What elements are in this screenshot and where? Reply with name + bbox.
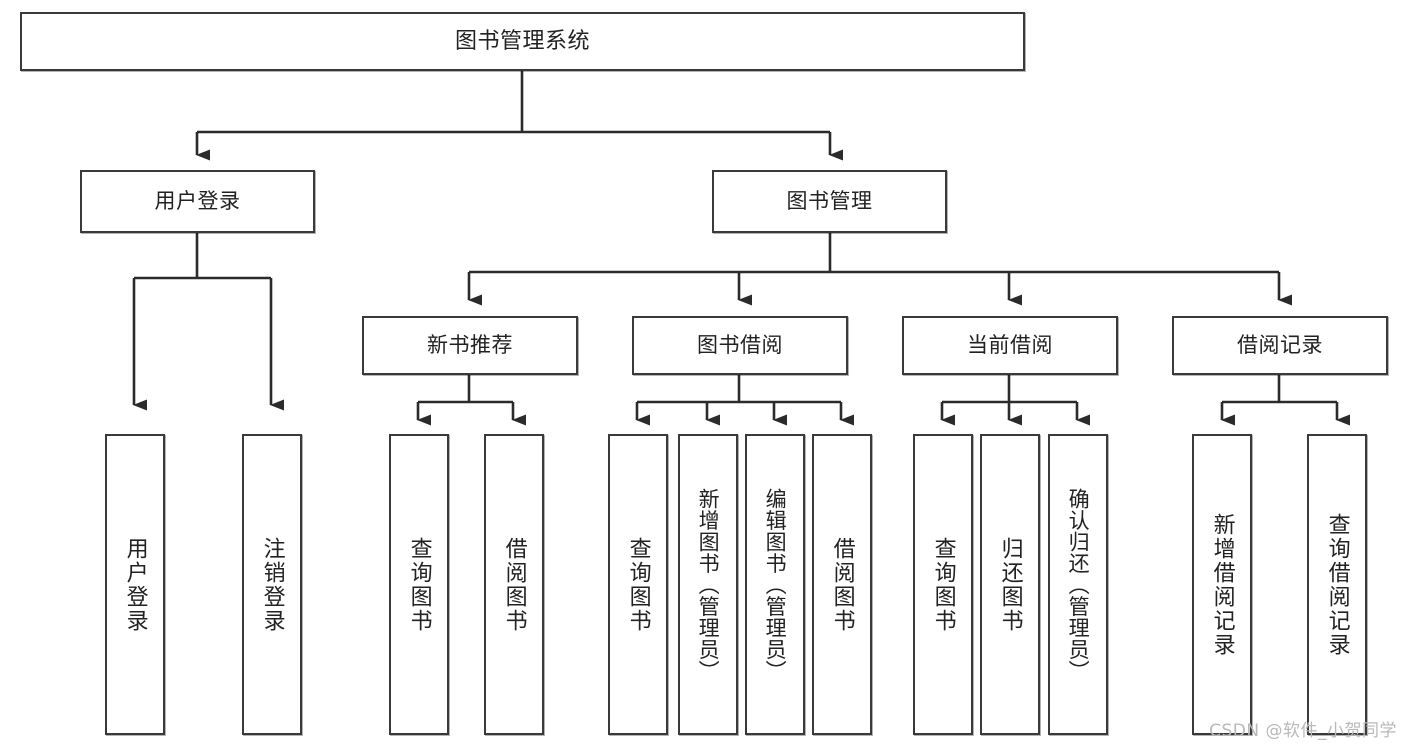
leaf-new-book-borrow-book[interactable]: 借阅图书 bbox=[484, 434, 544, 735]
node-label: 查询图书 bbox=[930, 536, 956, 633]
node-label: 借阅图书 bbox=[501, 536, 527, 633]
leaf-current-borrow-query-book[interactable]: 查询图书 bbox=[913, 434, 973, 735]
leaf-book-borrow-borrow-book[interactable]: 借阅图书 bbox=[812, 434, 872, 735]
leaf-new-book-query-book[interactable]: 查询图书 bbox=[389, 434, 449, 735]
leaf-borrow-record-query-record[interactable]: 查询借阅记录 bbox=[1307, 434, 1367, 735]
node-label: 当前借阅 bbox=[967, 333, 1053, 358]
node-label: 新书推荐 bbox=[427, 333, 513, 358]
node-label: 查询图书 bbox=[625, 536, 651, 633]
node-user-login[interactable]: 用户登录 bbox=[80, 170, 315, 233]
node-label: 归还图书 bbox=[997, 536, 1023, 633]
node-label: 图书管理系统 bbox=[454, 28, 590, 54]
node-label: 借阅记录 bbox=[1237, 333, 1323, 358]
leaf-user-login-login[interactable]: 用户登录 bbox=[105, 434, 165, 735]
node-label: 新增图书（管理员） bbox=[696, 487, 721, 682]
leaf-user-login-logout[interactable]: 注销登录 bbox=[242, 434, 302, 735]
node-new-book-recommend[interactable]: 新书推荐 bbox=[362, 316, 578, 375]
watermark: CSDN @软件_小贺同学 bbox=[1209, 721, 1397, 741]
node-label: 编辑图书（管理员） bbox=[763, 487, 788, 682]
node-label: 确认归还（管理员） bbox=[1066, 487, 1091, 682]
leaf-book-borrow-query-book[interactable]: 查询图书 bbox=[608, 434, 668, 735]
leaf-current-borrow-confirm-return[interactable]: 确认归还（管理员） bbox=[1048, 434, 1108, 735]
node-label: 注销登录 bbox=[259, 536, 285, 633]
node-label: 新增借阅记录 bbox=[1209, 512, 1235, 657]
node-root-system[interactable]: 图书管理系统 bbox=[20, 12, 1025, 71]
node-label: 借阅图书 bbox=[829, 536, 855, 633]
node-label: 用户登录 bbox=[122, 536, 148, 633]
leaf-book-borrow-edit-book[interactable]: 编辑图书（管理员） bbox=[745, 434, 805, 735]
node-label: 查询图书 bbox=[406, 536, 432, 633]
node-label: 图书管理 bbox=[786, 189, 873, 214]
leaf-current-borrow-return-book[interactable]: 归还图书 bbox=[980, 434, 1040, 735]
node-book-borrow[interactable]: 图书借阅 bbox=[632, 316, 848, 375]
node-book-management[interactable]: 图书管理 bbox=[712, 170, 947, 233]
node-current-borrow[interactable]: 当前借阅 bbox=[902, 316, 1118, 375]
node-label: 用户登录 bbox=[154, 189, 241, 214]
node-label: 查询借阅记录 bbox=[1324, 512, 1350, 657]
leaf-borrow-record-add-record[interactable]: 新增借阅记录 bbox=[1192, 434, 1252, 735]
leaf-book-borrow-add-book[interactable]: 新增图书（管理员） bbox=[678, 434, 738, 735]
node-borrow-record[interactable]: 借阅记录 bbox=[1172, 316, 1388, 375]
node-label: 图书借阅 bbox=[697, 333, 783, 358]
